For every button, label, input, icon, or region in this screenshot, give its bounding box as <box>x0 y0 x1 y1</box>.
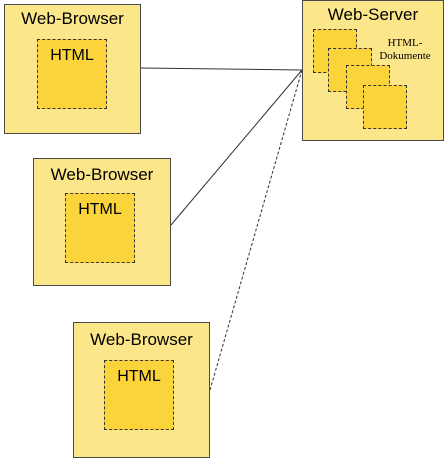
connector-browser-3 <box>209 69 303 391</box>
web-browser-title-1: Web-Browser <box>21 9 124 28</box>
web-browser-box-1: Web-Browser HTML <box>4 4 141 134</box>
html-document-4 <box>363 85 407 129</box>
html-documents-label: HTML- Dokumente <box>370 37 440 63</box>
html-documents-label-line1: HTML- <box>387 37 423 49</box>
html-page-3: HTML <box>104 360 174 430</box>
connector-browser-1 <box>140 67 303 71</box>
web-browser-box-2: Web-Browser HTML <box>33 158 171 286</box>
html-documents-label-line2: Dokumente <box>379 50 431 62</box>
html-label-3: HTML <box>117 368 161 385</box>
html-page-2: HTML <box>65 193 135 263</box>
web-browser-box-3: Web-Browser HTML <box>73 322 210 458</box>
html-label-1: HTML <box>50 47 94 64</box>
html-label-2: HTML <box>78 201 122 218</box>
web-server-box: Web-Server HTML- Dokumente <box>302 0 444 141</box>
connector-browser-2 <box>170 69 303 226</box>
web-browser-title-3: Web-Browser <box>90 330 193 349</box>
html-page-1: HTML <box>37 39 107 109</box>
web-server-title: Web-Server <box>327 5 419 24</box>
web-browser-title-2: Web-Browser <box>50 165 154 184</box>
